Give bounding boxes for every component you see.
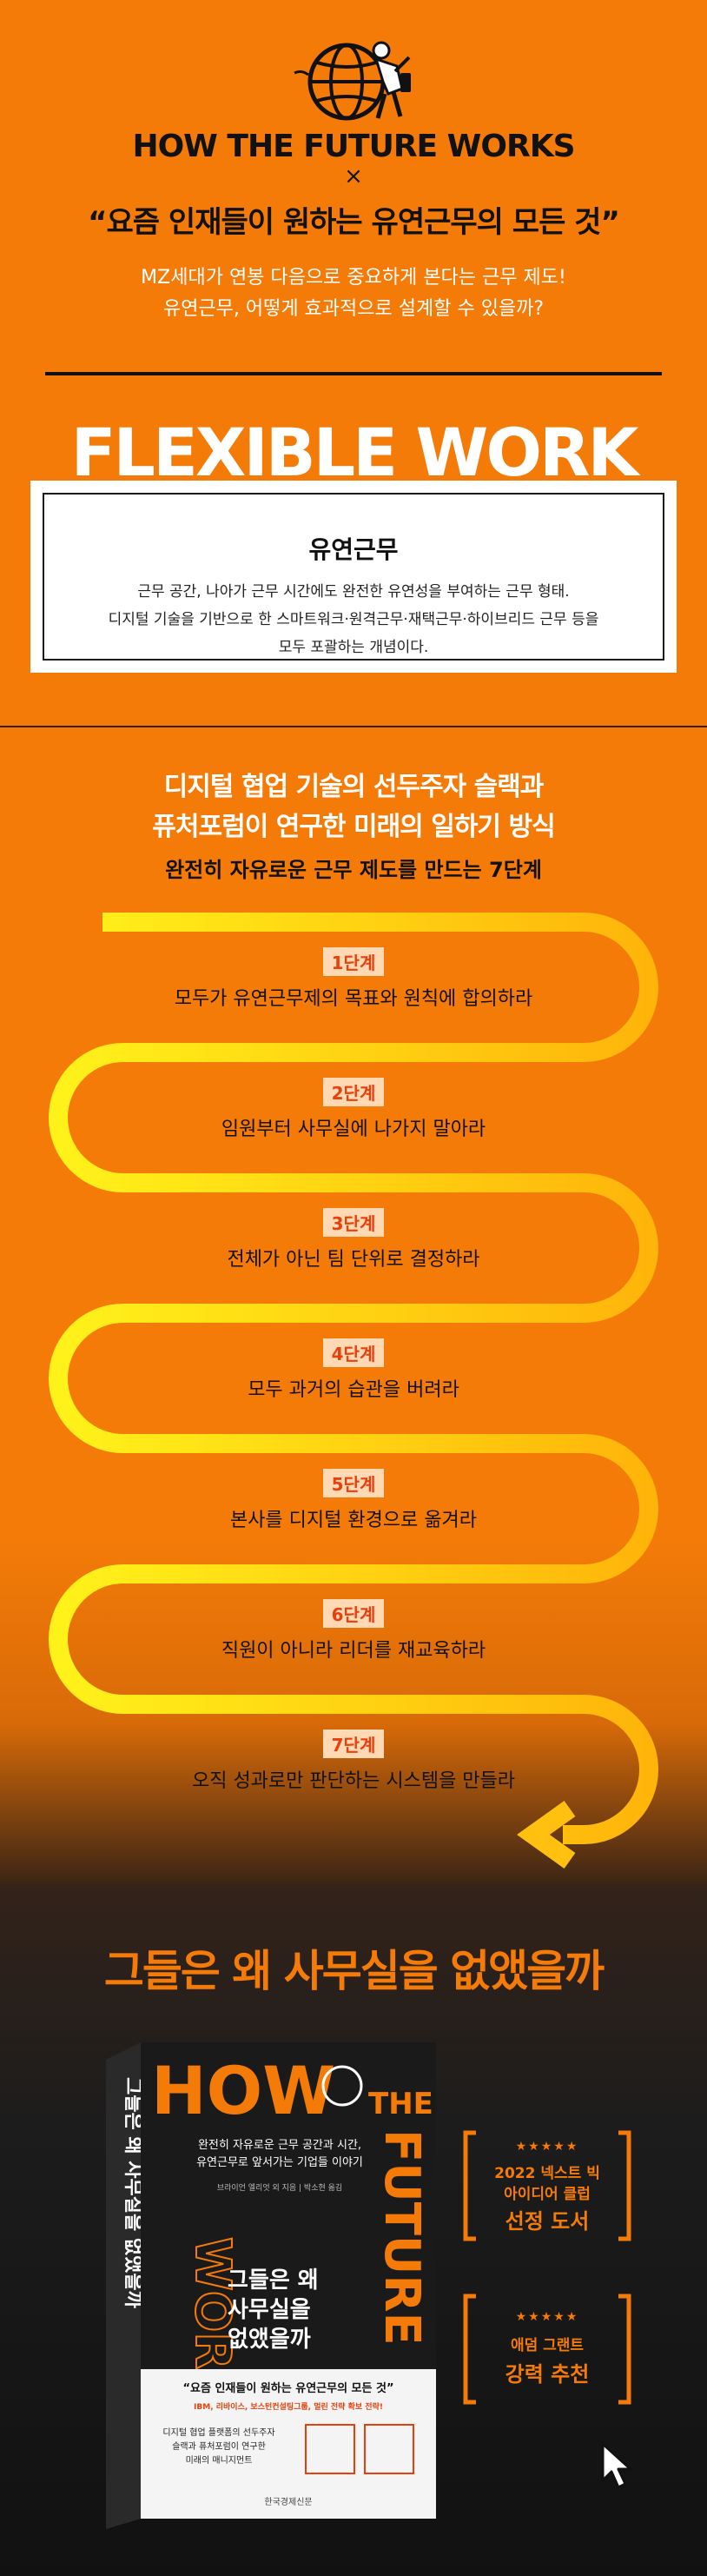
intro-subtitle-line: MZ세대가 연봉 다음으로 중요하게 본다는 근무 제도! — [141, 267, 566, 289]
step-text: 오직 성과로만 판단하는 시스템을 만들라 — [191, 1770, 516, 1792]
book-publisher: 한국경제신문 — [264, 2496, 312, 2507]
step-badge: 5단계 — [322, 1469, 385, 1497]
step-text: 본사를 디지털 환경으로 옮겨라 — [229, 1510, 478, 1531]
definition-line: 모두 포괄하는 개념이다. — [278, 639, 429, 656]
book-cover-korean-title: 그들은 왜 — [228, 2267, 319, 2294]
step-7: 7단계 오직 성과로만 판단하는 시스템을 만들라 — [0, 1730, 707, 1793]
step-1: 1단계 모두가 유연근무제의 목표와 원칙에 합의하라 — [0, 947, 707, 1011]
steps-title-line: 퓨처포럼이 연구한 미래의 일하기 방식 — [152, 812, 555, 842]
cross-symbol: × — [344, 163, 363, 189]
step-6: 6단계 직원이 아니라 리더를 재교육하라 — [0, 1599, 707, 1663]
step-2: 2단계 임원부터 사무실에 나가지 말아라 — [0, 1078, 707, 1141]
steps-subtitle: 완전히 자유로운 근무 제도를 만드는 7단계 — [165, 858, 542, 882]
snake-path-arrow — [49, 913, 658, 1869]
definition-title: 유연근무 — [308, 535, 399, 564]
book-cover-authors: 브라이언 엘리엇 외 지음 | 박소현 옮김 — [217, 2182, 342, 2193]
award-text: 아이디어 클럽 — [504, 2186, 591, 2203]
award-badge-next-big-idea: ★★★★★ 2022 넥스트 빅 아이디어 클럽 선정 도서 — [460, 2128, 634, 2244]
definition-box: 유연근무 근무 공간, 나아가 근무 시간에도 완전한 유연성을 부여하는 근무… — [30, 481, 677, 673]
book-cover-future: FUTURE — [373, 2129, 430, 2346]
book-section: 그들은 왜 사무실을 없앴을까 그들은 왜 사무실을 없앴을까 HOW THE … — [0, 1886, 707, 2576]
brand-title: HOW THE FUTURE WORKS — [132, 129, 575, 164]
divider-line — [45, 372, 662, 375]
book-spine-text: 그들은 왜 사무실을 없앴을까 — [122, 2077, 143, 2309]
award-text: 애덤 그랜트 — [510, 2337, 585, 2354]
award-text: 강력 추천 — [505, 2362, 590, 2387]
book-band-quote: “요즘 인재들이 원하는 유연근무의 모든 것” — [182, 2381, 393, 2395]
step-text: 임원부터 사무실에 나가지 말아라 — [221, 1119, 486, 1140]
step-badge: 4단계 — [322, 1338, 385, 1367]
step-badge: 6단계 — [322, 1599, 385, 1628]
award-badge-adam-grant: ★★★★★ 애덤 그랜트 강력 추천 — [460, 2291, 634, 2407]
step-5: 5단계 본사를 디지털 환경으로 옮겨라 — [0, 1469, 707, 1532]
steps-title: 디지털 협업 기술의 선두주자 슬랙과 퓨처포럼이 연구한 미래의 일하기 방식 — [0, 767, 707, 847]
intro-subtitle-line: 유연근무, 어떻게 효과적으로 설계할 수 있을까? — [162, 298, 545, 320]
mouse-cursor-icon — [601, 2442, 632, 2489]
book-cover-tagline: 완전히 자유로운 근무 공간과 시간, — [198, 2139, 361, 2152]
book-section-title: 그들은 왜 사무실을 없앴을까 — [103, 1946, 605, 1996]
step-badge: 7단계 — [322, 1730, 385, 1758]
rating-stars: ★★★★★ — [515, 2310, 579, 2324]
bracket-frame-icon — [463, 2130, 631, 2241]
book-cover-how: HOW — [151, 2052, 335, 2129]
step-text: 모두가 유연근무제의 목표와 원칙에 합의하라 — [174, 988, 533, 1010]
intro-subtitle: MZ세대가 연봉 다음으로 중요하게 본다는 근무 제도! 유연근무, 어떻게 … — [0, 262, 707, 325]
step-badge: 2단계 — [322, 1078, 385, 1106]
step-text: 모두 과거의 습관을 버려라 — [248, 1379, 459, 1401]
step-badge: 3단계 — [322, 1208, 385, 1237]
book-band-description: 슬랙과 퓨처포럼이 연구한 — [172, 2440, 266, 2452]
intro-section: HOW THE FUTURE WORKS × “요즘 인재들이 원하는 유연근무… — [0, 0, 707, 726]
book-cover-korean-title: 없앴을까 — [228, 2327, 311, 2353]
book-band-description: 미래의 매니지먼트 — [186, 2455, 253, 2466]
award-text: 선정 도서 — [505, 2209, 590, 2234]
definition-line: 디지털 기술을 기반으로 한 스마트워크·원격근무·재택근무·하이브리드 근무 … — [108, 611, 599, 628]
definition-text: 근무 공간, 나아가 근무 시간에도 완전한 유연성을 부여하는 근무 형태. … — [44, 578, 663, 661]
step-text: 직원이 아니라 리더를 재교육하라 — [221, 1640, 486, 1662]
award-text: 2022 넥스트 빅 — [494, 2165, 600, 2182]
bracket-frame-icon — [463, 2294, 631, 2405]
book-cover-image: 그들은 왜 사무실을 없앴을까 HOW THE FUTURE WORKS 완전히… — [106, 2042, 436, 2529]
globe-figure-icon — [294, 41, 411, 121]
book-band-description: 디지털 협업 플랫폼의 선두주자 — [162, 2427, 274, 2438]
headline-quote: “요즘 인재들이 원하는 유연근무의 모든 것” — [88, 205, 620, 240]
book-cover-the: THE — [368, 2087, 433, 2121]
steps-title-line: 디지털 협업 기술의 선두주자 슬랙과 — [163, 772, 545, 802]
flexible-work-title: FLEXIBLE WORK — [70, 414, 639, 491]
definition-frame: 유연근무 근무 공간, 나아가 근무 시간에도 완전한 유연성을 부여하는 근무… — [43, 493, 664, 661]
steps-section: 디지털 협업 기술의 선두주자 슬랙과 퓨처포럼이 연구한 미래의 일하기 방식… — [0, 727, 707, 1886]
step-4: 4단계 모두 과거의 습관을 버려라 — [0, 1338, 707, 1402]
book-band-subtitle: IBM, 리바이스, 보스턴컨설팅그룹, 멀린 전략 확보 전략! — [194, 2401, 383, 2412]
step-text: 전체가 아닌 팀 단위로 결정하라 — [227, 1249, 480, 1271]
section-divider — [0, 726, 707, 727]
definition-line: 근무 공간, 나아가 근무 시간에도 완전한 유연성을 부여하는 근무 형태. — [137, 583, 570, 601]
step-3: 3단계 전체가 아닌 팀 단위로 결정하라 — [0, 1208, 707, 1271]
step-badge: 1단계 — [322, 947, 385, 976]
book-cover-korean-title: 사무실을 — [228, 2297, 311, 2323]
rating-stars: ★★★★★ — [515, 2140, 579, 2154]
book-cover-tagline: 유연근무로 앞서가는 기업들 이야기 — [196, 2156, 363, 2169]
